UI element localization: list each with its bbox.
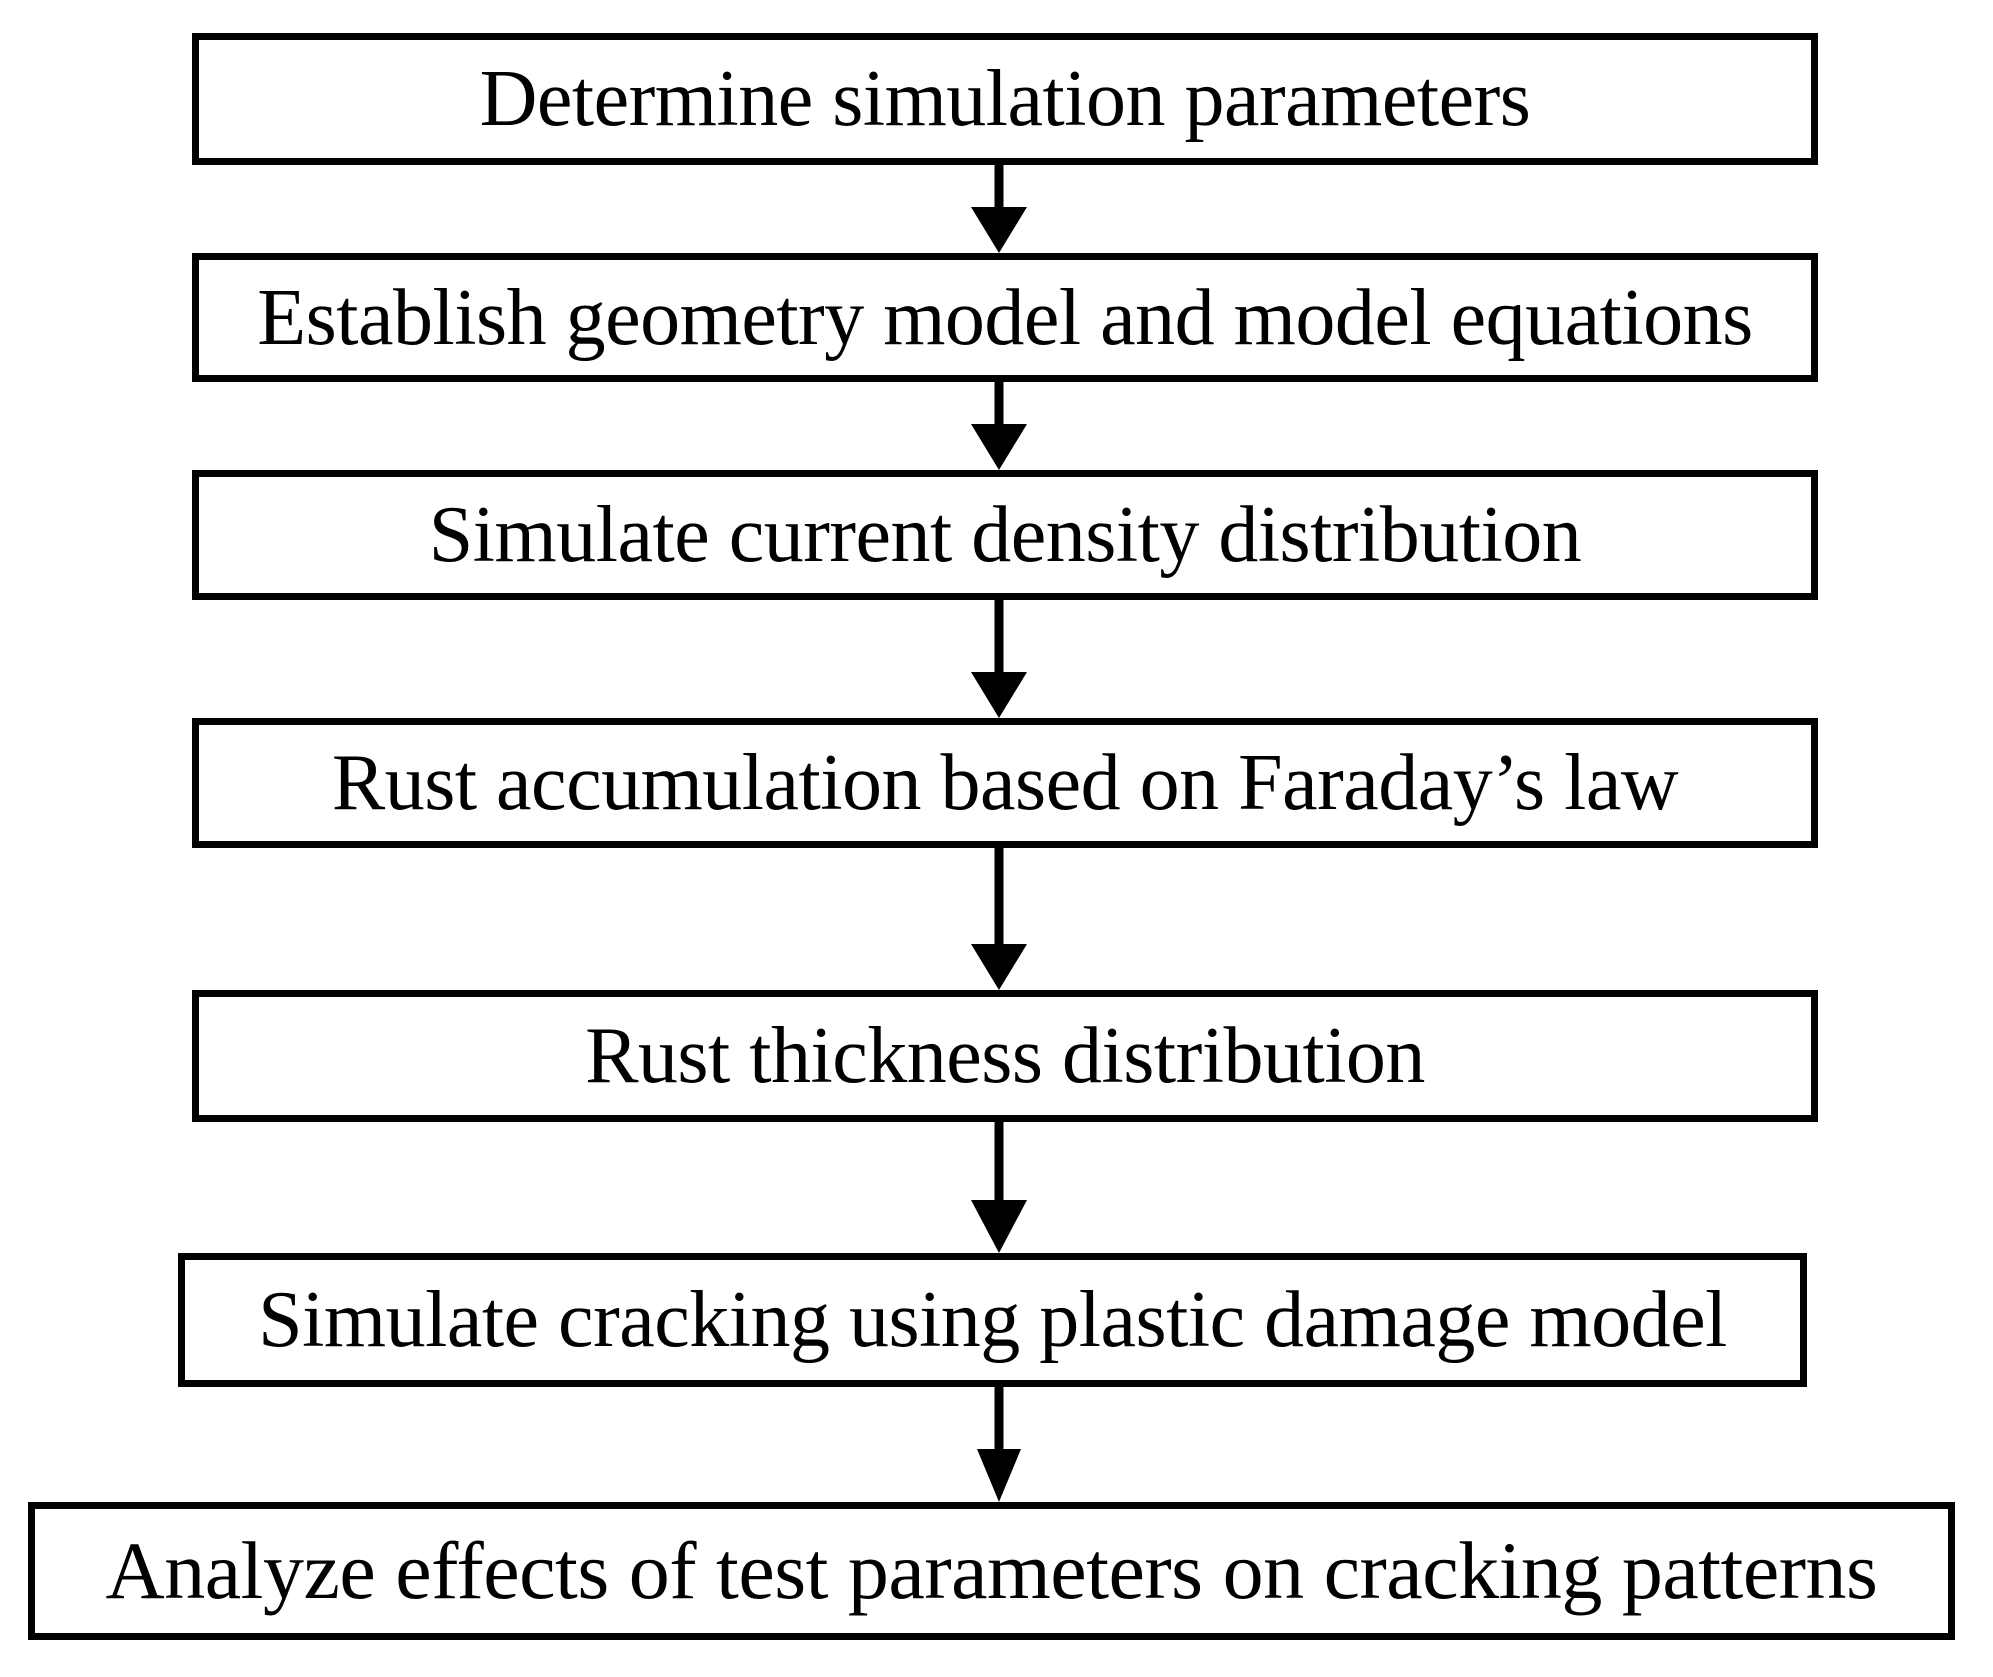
arrow-shaft	[994, 165, 1004, 213]
arrow-shaft	[994, 1387, 1004, 1452]
arrow-head	[977, 1449, 1021, 1502]
flowchart-node-label: Rust accumulation based on Faraday’s law	[331, 739, 1679, 827]
flow-arrow-down-icon	[939, 600, 1059, 718]
flowchart-node-label: Simulate cracking using plastic damage m…	[258, 1276, 1727, 1364]
flowchart-node-label: Simulate current density distribution	[428, 491, 1582, 579]
flow-arrow-down-icon	[939, 165, 1059, 253]
flow-arrow-down-icon	[939, 1122, 1059, 1253]
flowchart-node-step-6[interactable]: Simulate cracking using plastic damage m…	[178, 1253, 1807, 1387]
arrow-head	[971, 1200, 1027, 1253]
flowchart-node-label: Establish geometry model and model equat…	[257, 273, 1753, 362]
flowchart-node-step-7[interactable]: Analyze effects of test parameters on cr…	[28, 1502, 1955, 1640]
flowchart-node-step-3[interactable]: Simulate current density distribution	[192, 470, 1818, 600]
flow-arrow-down-icon	[939, 382, 1059, 470]
arrow-shaft	[994, 600, 1004, 674]
arrow-shaft	[994, 1122, 1004, 1202]
flow-arrow-down-icon	[939, 848, 1059, 990]
flowchart-node-label: Analyze effects of test parameters on cr…	[105, 1525, 1878, 1616]
flowchart-node-step-1[interactable]: Determine simulation parameters	[192, 33, 1818, 165]
arrow-head	[971, 944, 1027, 990]
flowchart-node-label: Determine simulation parameters	[479, 55, 1531, 143]
flowchart-node-label: Rust thickness distribution	[585, 1012, 1425, 1100]
arrow-shaft	[994, 382, 1004, 428]
flowchart-node-step-2[interactable]: Establish geometry model and model equat…	[192, 253, 1818, 382]
flowchart-node-step-5[interactable]: Rust thickness distribution	[192, 990, 1818, 1122]
arrow-shaft	[994, 848, 1004, 946]
flow-arrow-down-icon	[939, 1387, 1059, 1502]
flowchart-node-step-4[interactable]: Rust accumulation based on Faraday’s law	[192, 718, 1818, 848]
arrow-head	[971, 672, 1027, 718]
arrow-head	[971, 424, 1027, 470]
arrow-head	[971, 207, 1027, 253]
